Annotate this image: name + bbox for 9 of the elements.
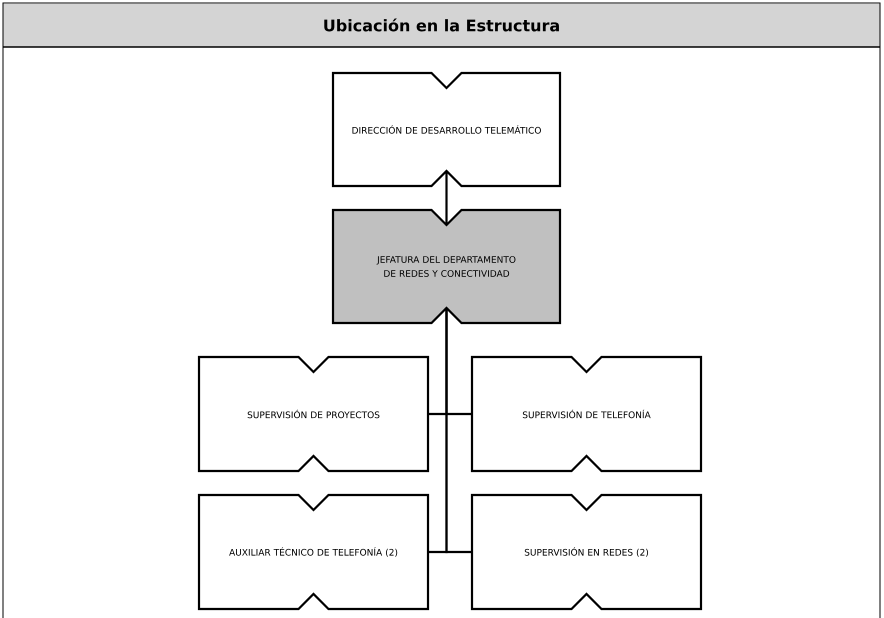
org-box: DIRECCIÓN DE DESARROLLO TELEMÁTICO xyxy=(332,72,562,188)
org-box: AUXILIAR TÉCNICO DE TELEFONÍA (2) xyxy=(198,494,430,610)
org-box: SUPERVISIÓN EN REDES (2) xyxy=(470,494,702,610)
connector-line xyxy=(445,308,472,554)
connector-line xyxy=(445,171,448,225)
org-box: SUPERVISIÓN DE PROYECTOS xyxy=(198,356,430,472)
org-box: SUPERVISIÓN DE TELEFONÍA xyxy=(470,356,702,472)
title-band: Ubicación en la Estructura xyxy=(3,4,880,48)
org-box: JEFATURA DEL DEPARTAMENTO DE REDES Y CONECTIVIDAD xyxy=(332,208,562,324)
